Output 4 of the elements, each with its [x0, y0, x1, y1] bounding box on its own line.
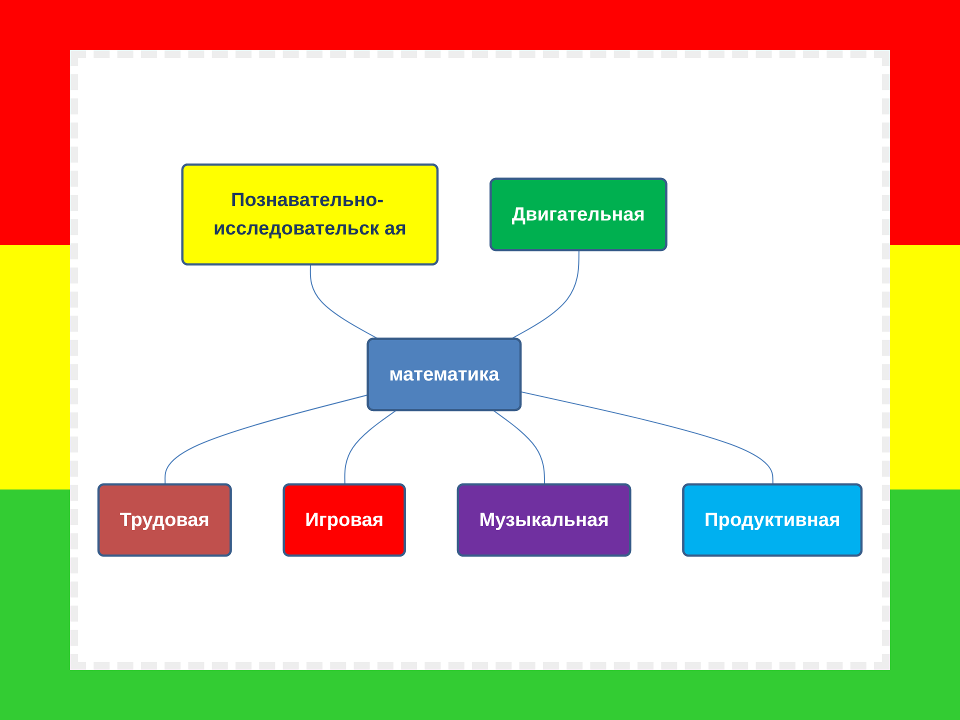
connector	[164, 394, 368, 485]
connector	[520, 391, 774, 485]
connector	[493, 410, 546, 485]
connector	[344, 410, 396, 485]
